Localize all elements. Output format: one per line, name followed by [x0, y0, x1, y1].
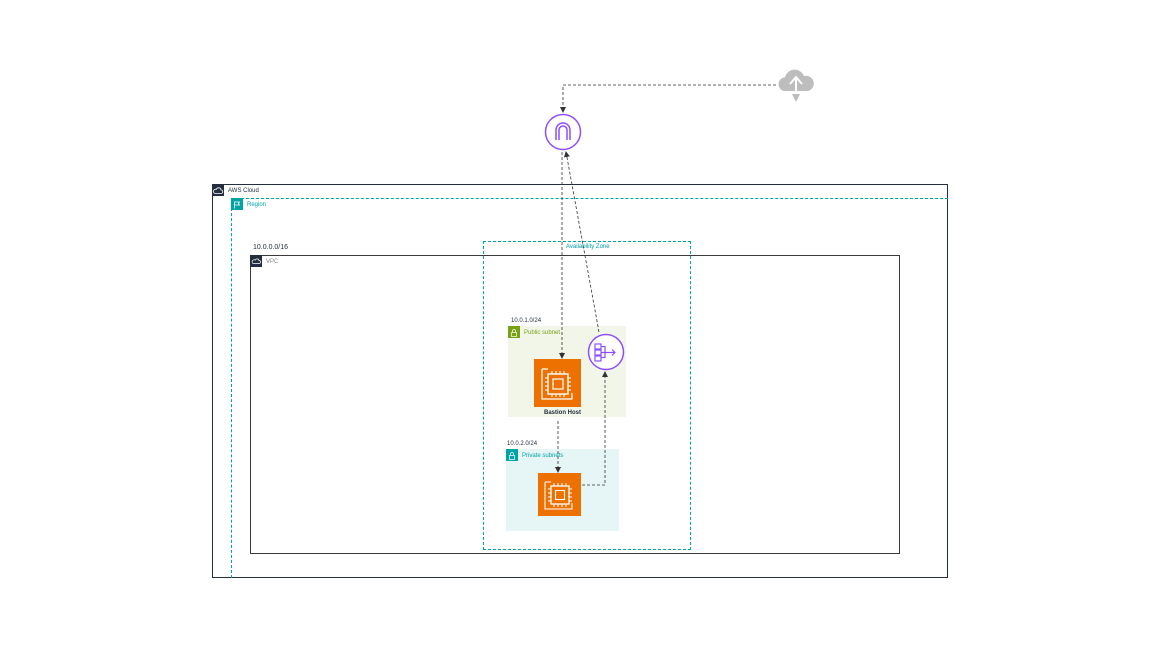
aws-cloud-group — [212, 184, 948, 578]
private-subnet-cidr: 10.0.2.0/24 — [507, 441, 538, 447]
private-ec2-instance[interactable] — [538, 473, 581, 516]
public-subnet-cidr: 10.0.1.0/24 — [511, 318, 542, 324]
public-subnet-label: Public subnet — [524, 330, 561, 336]
availability-zone-label: Availability Zone — [566, 244, 610, 250]
internet-gateway-icon — [544, 113, 582, 151]
vpc-group — [250, 255, 900, 554]
region-label: Region — [247, 202, 267, 208]
ec2-chip-icon — [544, 481, 573, 510]
aws-cloud-label: AWS Cloud — [228, 188, 259, 194]
bastion-host-label: Bastion Host — [544, 410, 582, 416]
vpc-icon — [250, 255, 262, 267]
internet-to-igw-connector — [560, 84, 776, 113]
region-group — [231, 198, 948, 578]
internet-gateway[interactable] — [544, 113, 582, 151]
nat-to-igw-connector — [563, 151, 600, 333]
availability-zone-group — [483, 241, 691, 550]
nat-gateway[interactable] — [587, 333, 625, 371]
cloud-icon — [212, 184, 224, 196]
private-subnet-label: Private subnets — [522, 453, 564, 459]
public-lock-icon — [508, 326, 520, 338]
nat-gateway-icon — [587, 333, 625, 371]
private-to-nat-connector — [582, 371, 608, 486]
region-flag-icon — [231, 198, 243, 210]
vpc-label: VPC — [266, 259, 279, 265]
private-lock-icon — [506, 449, 518, 461]
internet-cloud[interactable] — [776, 66, 816, 104]
bastion-host-ec2[interactable] — [534, 359, 581, 407]
ec2-chip-icon — [541, 368, 573, 400]
internet-cloud-icon — [778, 69, 814, 102]
vpc-cidr: 10.0.0.0/16 — [253, 244, 289, 251]
